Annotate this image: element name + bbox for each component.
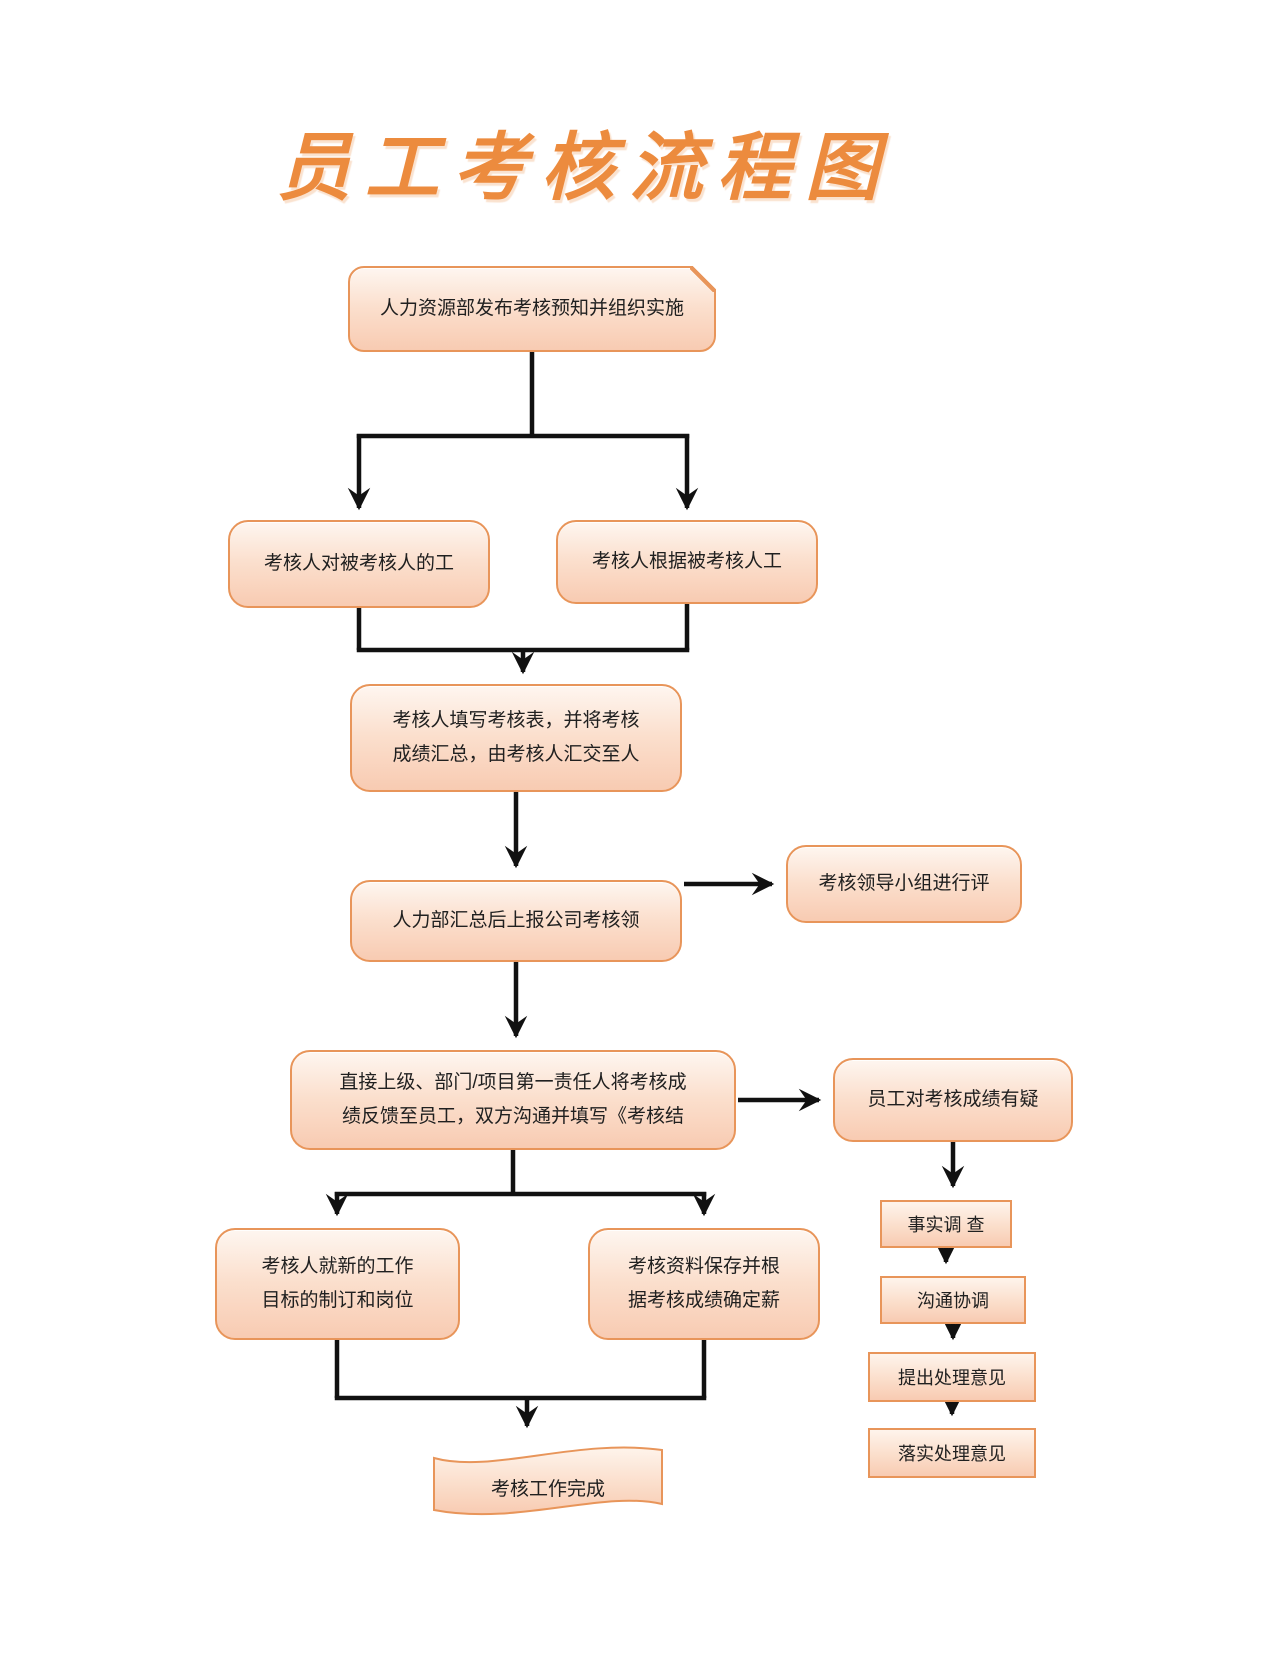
node-new-goals: 考核人就新的工作 目标的制订和岗位 xyxy=(215,1228,460,1340)
node-label: 落实处理意见 xyxy=(898,1444,1006,1464)
node-dispute: 员工对考核成绩有疑 xyxy=(833,1058,1073,1142)
node-implement: 落实处理意见 xyxy=(868,1428,1036,1478)
node-leader-group: 考核领导小组进行评 xyxy=(786,845,1022,923)
node-assessor-work: 考核人对被考核人的工 xyxy=(228,520,490,608)
node-label: 员工对考核成绩有疑 xyxy=(867,1089,1039,1110)
node-label: 考核人对被考核人的工 xyxy=(263,553,454,574)
node-hr-report: 人力部汇总后上报公司考核领 xyxy=(350,880,682,962)
node-fact-check: 事实调 查 xyxy=(880,1200,1012,1248)
node-assessor-basis: 考核人根据被考核人工 xyxy=(556,520,818,604)
page-title: 员工考核流程图 xyxy=(277,125,893,209)
node-label: 人力部汇总后上报公司考核领 xyxy=(392,910,640,931)
node-complete: 考核工作完成 xyxy=(428,1440,668,1526)
node-label: 考核工作完成 xyxy=(490,1478,605,1500)
node-feedback: 直接上级、部门/项目第一责任人将考核成 绩反馈至员工，双方沟通并填写《考核结 xyxy=(290,1050,736,1150)
node-label: 事实调 查 xyxy=(907,1215,985,1235)
node-label-line1: 考核资料保存并根 xyxy=(627,1256,780,1277)
node-coordinate: 沟通协调 xyxy=(880,1276,1026,1324)
node-label-line1: 直接上级、部门/项目第一责任人将考核成 xyxy=(339,1072,687,1093)
folded-corner xyxy=(690,266,716,292)
node-publish-assessment: 人力资源部发布考核预知并组织实施 xyxy=(348,266,716,352)
node-label: 考核领导小组进行评 xyxy=(818,873,990,894)
node-fill-form: 考核人填写考核表，并将考核 成绩汇总，由考核人汇交至人 xyxy=(350,684,682,792)
node-label-line2: 据考核成绩确定薪 xyxy=(627,1290,780,1311)
node-label-line2: 目标的制订和岗位 xyxy=(261,1290,414,1311)
node-label-line2: 成绩汇总，由考核人汇交至人 xyxy=(392,744,640,765)
wave-shape xyxy=(433,1446,663,1516)
node-archive-salary: 考核资料保存并根 据考核成绩确定薪 xyxy=(588,1228,820,1340)
node-label: 考核人根据被考核人工 xyxy=(591,551,782,572)
node-label: 提出处理意见 xyxy=(898,1368,1006,1388)
node-propose: 提出处理意见 xyxy=(868,1352,1036,1402)
node-label-line1: 考核人就新的工作 xyxy=(261,1256,414,1277)
node-label: 人力资源部发布考核预知并组织实施 xyxy=(379,298,684,319)
node-label: 沟通协调 xyxy=(917,1291,989,1311)
node-label-line1: 考核人填写考核表，并将考核 xyxy=(392,710,640,731)
node-label-line2: 绩反馈至员工，双方沟通并填写《考核结 xyxy=(341,1106,684,1127)
